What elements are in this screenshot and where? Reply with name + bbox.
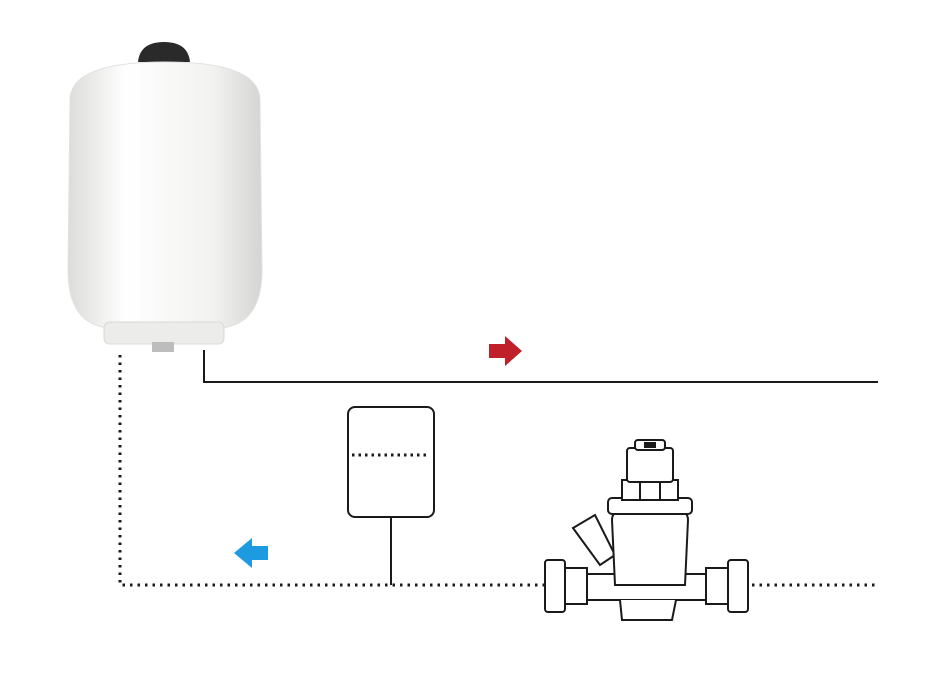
hot-pipe <box>203 350 878 383</box>
vessel-body <box>67 61 263 329</box>
expansion-vessel <box>67 42 263 352</box>
vessel-base-ring <box>103 321 225 345</box>
pressure-reducing-valve <box>544 439 749 621</box>
vessel-cap <box>138 42 190 62</box>
cold-pipe <box>118 355 545 587</box>
vessel-connector <box>152 342 174 352</box>
cold-flow-arrow <box>234 538 268 568</box>
hot-flow-arrow <box>489 336 522 366</box>
expansion-chamber <box>347 406 435 585</box>
